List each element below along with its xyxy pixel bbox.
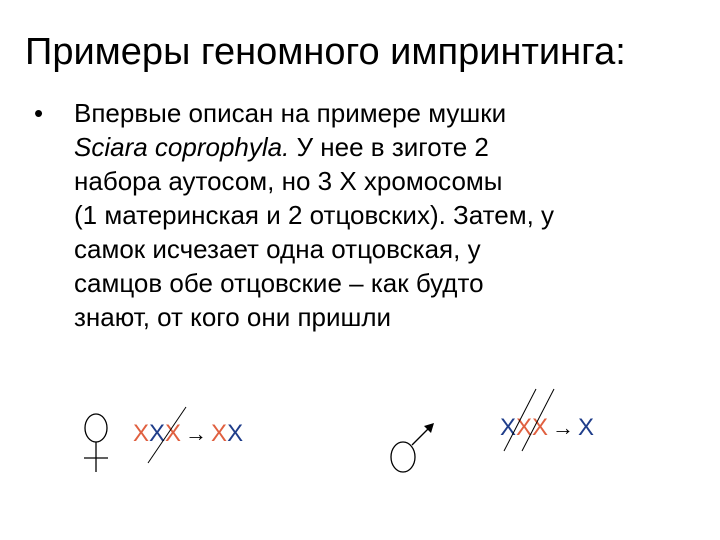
right-arrow-icon: →	[185, 421, 208, 446]
result-x-1: X	[578, 414, 595, 441]
slide-title: Примеры геномного импринтинга:	[25, 31, 626, 73]
female-chromosome-transition: XXX→XX	[133, 420, 243, 448]
text-line-1: Впервые описан на примере мушки	[74, 98, 507, 128]
text-line-3: набора аутосом, но 3 Х хромосомы	[74, 166, 503, 196]
text-line-4: (1 материнская и 2 отцовских). Затем, у	[74, 200, 555, 230]
species-name: Sciara coprophyla.	[74, 132, 290, 162]
text-line-2: Sciara coprophyla. У нее в зиготе 2	[74, 130, 694, 164]
strike-line	[147, 406, 187, 464]
female-symbol-icon	[84, 413, 108, 472]
text-line-2-rest: У нее в зиготе 2	[289, 132, 489, 162]
male-symbol-icon	[390, 423, 434, 473]
result-x-2: X	[227, 420, 244, 447]
text-line-5: самок исчезает одна отцовская, у	[74, 234, 481, 264]
text-line-6: самцов обе отцовские – как будто	[74, 268, 484, 298]
bullet-dot: •	[34, 98, 44, 128]
paternal-x-1: X	[133, 420, 150, 447]
text-line-7: знают, от кого они пришли	[74, 302, 392, 332]
result-x-1: X	[211, 420, 228, 447]
paternal-x-2: X	[532, 414, 549, 441]
strike-lines	[503, 388, 555, 452]
bullet-text: Впервые описан на примере мушки Sciara c…	[74, 96, 694, 334]
maternal-x: X	[500, 414, 517, 441]
paternal-x-2: X	[165, 420, 182, 447]
right-arrow-icon: →	[552, 415, 575, 440]
maternal-x: X	[149, 420, 166, 447]
